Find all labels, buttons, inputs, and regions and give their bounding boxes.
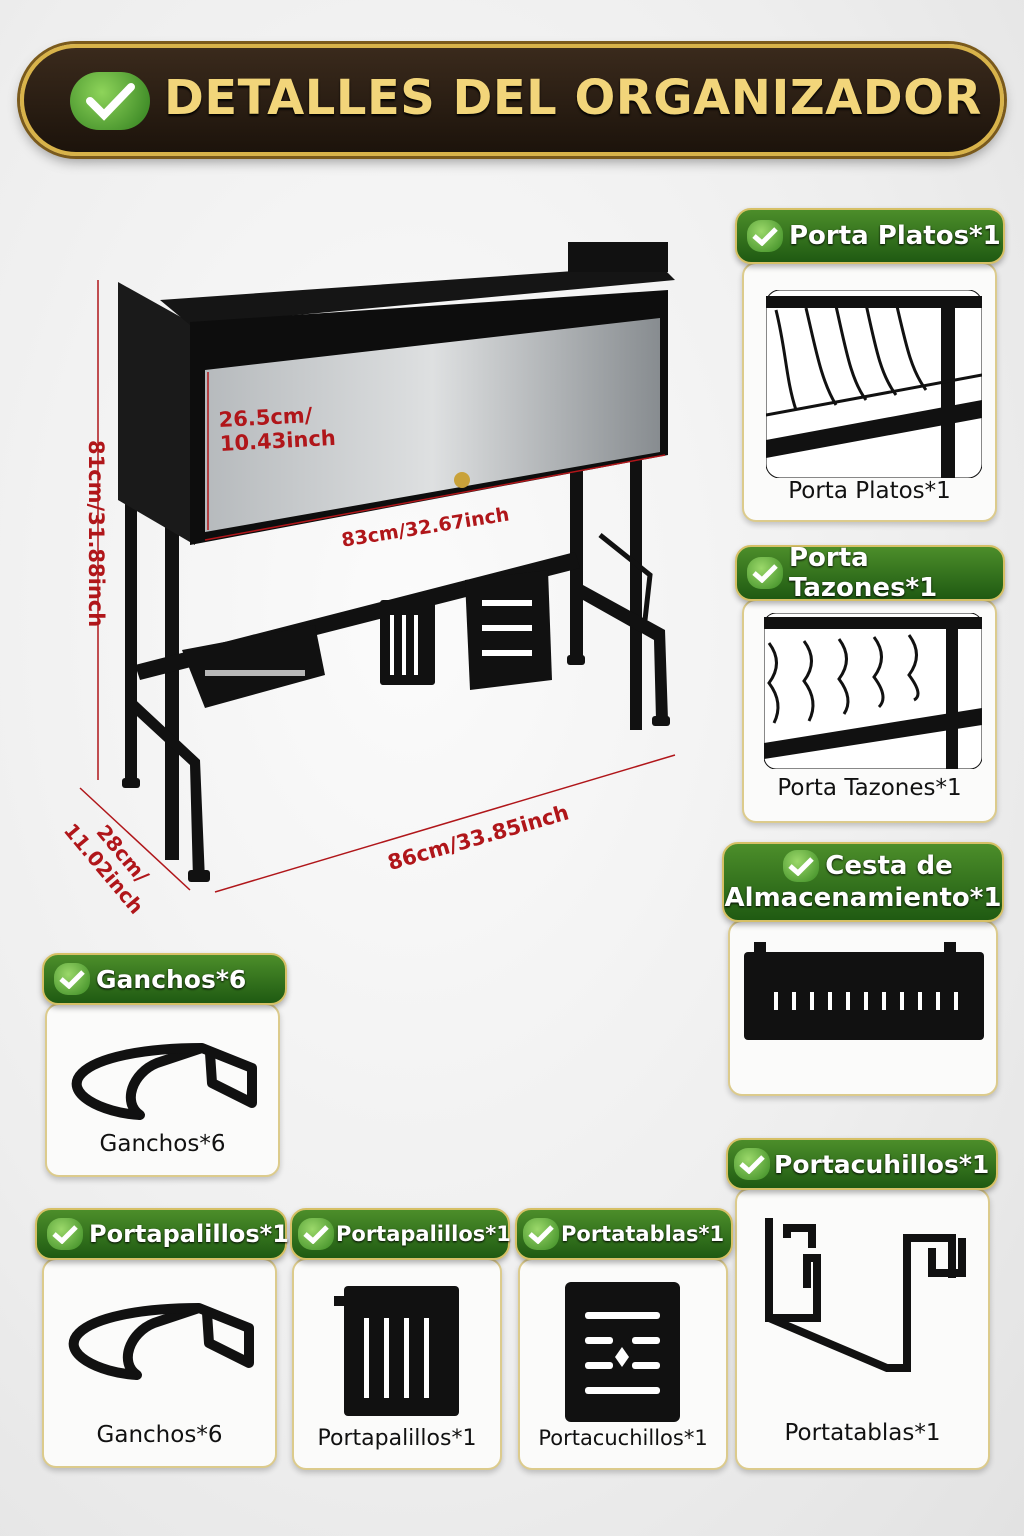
card-porta-tazones: Porta Tazones*1 Porta Tazones*1	[735, 543, 1005, 825]
card-caption: Portacuchillos*1	[538, 1426, 708, 1450]
hook-image	[71, 1043, 257, 1120]
knife-holder-image	[565, 1282, 680, 1422]
page-title: DETALLES DEL ORGANIZADOR	[164, 70, 982, 126]
card-caption: Ganchos*6	[96, 1422, 223, 1448]
dish-rack-image	[766, 290, 982, 478]
check-icon	[734, 1148, 770, 1180]
card-title: Porta Tazones*1	[789, 543, 938, 603]
height-dimension-label: 81cm/31.88inch	[84, 440, 108, 628]
card-caption: Ganchos*6	[99, 1131, 226, 1157]
storage-basket-image	[744, 942, 984, 1040]
card-title: Porta Platos*1	[789, 221, 1001, 251]
card-body: Porta Tazones*1	[742, 599, 997, 823]
chopstick-holder-image	[334, 1286, 459, 1416]
check-icon	[747, 220, 783, 252]
card-body: Ganchos*6	[45, 1003, 280, 1177]
check-icon	[747, 557, 783, 589]
card-cesta-almacenamiento: Cesta de Almacenamiento*1	[722, 842, 1004, 1098]
card-porta-platos: Porta Platos*1 Porta Platos*1	[735, 208, 1005, 524]
card-header: Portapalillos*1	[35, 1208, 289, 1260]
card-caption: Portapalillos*1	[317, 1426, 477, 1451]
title-banner: DETALLES DEL ORGANIZADOR	[20, 44, 1004, 156]
card-header: Portacuhillos*1	[726, 1138, 998, 1190]
card-header: Portatablas*1	[515, 1208, 733, 1260]
card-caption: Portatablas*1	[784, 1420, 941, 1446]
hook-image	[68, 1303, 254, 1380]
card-body: Portacuchillos*1	[518, 1258, 728, 1470]
card-portacuhillos: Portacuhillos*1 Portatablas*1	[726, 1138, 998, 1472]
card-header: Portapalillos*1	[290, 1208, 511, 1260]
card-title-line-1: Cesta de	[825, 851, 953, 881]
card-body: Porta Platos*1	[742, 262, 997, 522]
card-header: Porta Tazones*1	[735, 543, 1005, 603]
board-holder-image	[765, 1218, 966, 1372]
card-title: Portapalillos*1	[336, 1222, 511, 1246]
card-caption: Porta Tazones*1	[777, 775, 962, 801]
check-icon	[54, 963, 90, 995]
check-icon	[783, 850, 820, 882]
organizer-rack-image	[79, 242, 676, 893]
cabinet-height-label: 26.5cm/ 10.43inch	[218, 402, 336, 456]
card-caption: Porta Platos*1	[788, 478, 951, 504]
card-ganchos: Ganchos*6 Ganchos*6	[42, 953, 287, 1179]
card-portatablas: Portatablas*1 Portacuchillos*1	[515, 1208, 733, 1472]
card-body	[728, 920, 998, 1096]
card-header: Cesta de Almacenamiento*1	[722, 842, 1004, 922]
card-title: Portapalillos*1	[89, 1220, 289, 1248]
card-title-line-2: Almacenamiento*1	[724, 883, 1002, 913]
bowl-rack-image	[764, 613, 982, 769]
card-title: Portatablas*1	[561, 1222, 725, 1246]
check-icon	[70, 72, 150, 130]
card-header: Porta Platos*1	[735, 208, 1005, 264]
check-icon	[523, 1218, 559, 1250]
card-portapalillos-2: Portapalillos*1 Portapalillos*1	[290, 1208, 511, 1472]
card-header: Ganchos*6	[42, 953, 287, 1005]
check-icon	[298, 1218, 334, 1250]
card-title: Ganchos*6	[96, 964, 247, 994]
card-portapalillos-1: Portapalillos*1 Ganchos*6	[35, 1208, 289, 1470]
check-icon	[47, 1218, 83, 1250]
card-body: Portapalillos*1	[292, 1258, 502, 1470]
card-title: Portacuhillos*1	[774, 1149, 990, 1179]
card-body: Portatablas*1	[735, 1188, 990, 1470]
card-body: Ganchos*6	[42, 1258, 277, 1468]
